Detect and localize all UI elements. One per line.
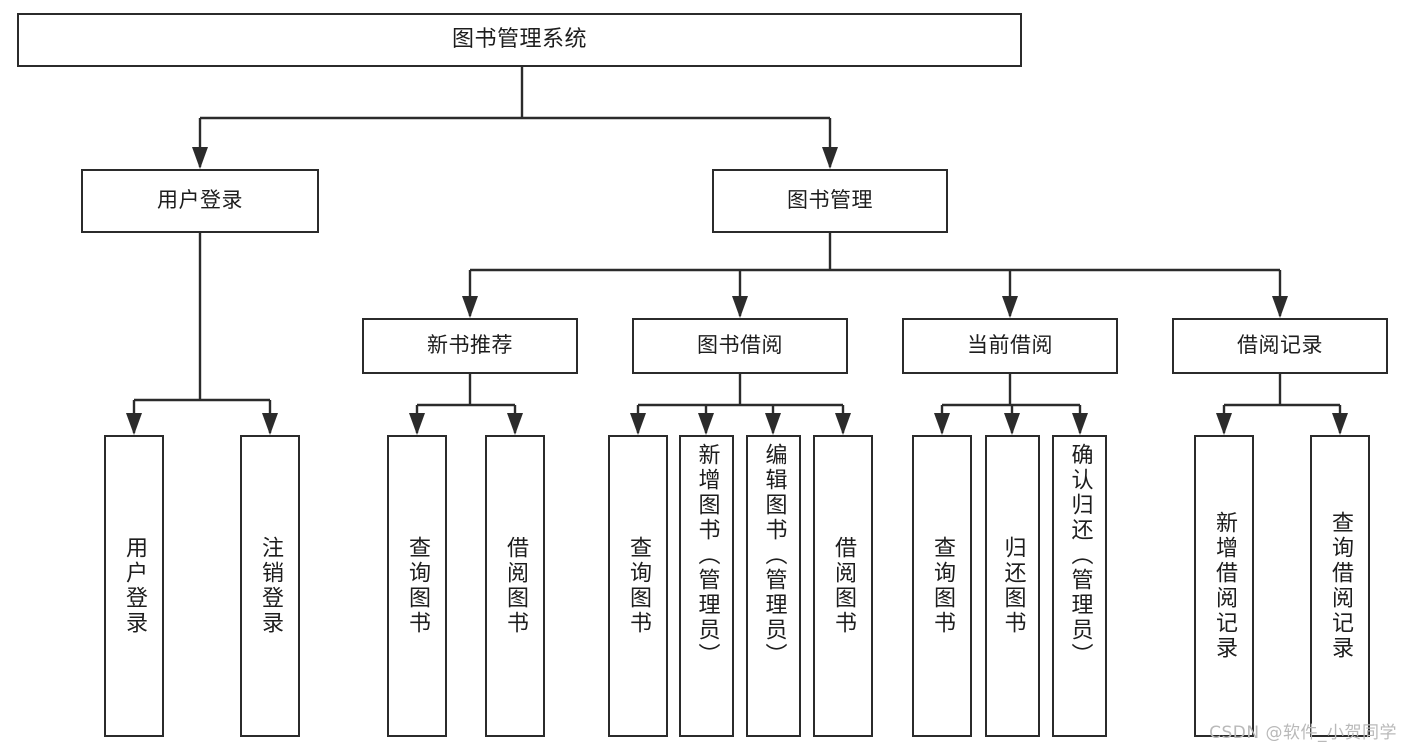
node-root: 图书管理系统 — [17, 13, 1022, 67]
node-label: 图书管理 — [787, 188, 873, 213]
node-leaf-user-logout: 注销登录 — [240, 435, 300, 737]
node-label: 归还图书 — [1000, 536, 1026, 636]
node-leaf-nb-borrow: 借阅图书 — [485, 435, 545, 737]
csdn-watermark: CSDN @软件_小贺同学 — [1209, 723, 1397, 743]
node-leaf-nb-query: 查询图书 — [387, 435, 447, 737]
node-label: 用户登录 — [122, 536, 147, 636]
node-leaf-re-add: 新增借阅记录 — [1194, 435, 1254, 737]
node-label: 注销登录 — [258, 536, 283, 636]
node-l3-borrow: 图书借阅 — [632, 318, 848, 374]
node-label: 当前借阅 — [967, 333, 1053, 358]
node-leaf-bo-lend: 借阅图书 — [813, 435, 873, 737]
node-leaf-cu-return: 归还图书 — [985, 435, 1040, 737]
node-leaf-user-login: 用户登录 — [104, 435, 164, 737]
node-label: 新增借阅记录 — [1212, 511, 1237, 661]
node-leaf-bo-query: 查询图书 — [608, 435, 668, 737]
node-label: 查询图书 — [626, 536, 651, 636]
node-l3-current: 当前借阅 — [902, 318, 1118, 374]
node-l3-new-book: 新书推荐 — [362, 318, 578, 374]
node-label: 编辑图书（管理员） — [761, 443, 787, 668]
node-label: 图书管理系统 — [451, 26, 587, 52]
node-label: 借阅图书 — [831, 536, 856, 636]
node-leaf-bo-add: 新增图书（管理员） — [679, 435, 734, 737]
node-l2-book-manage: 图书管理 — [712, 169, 948, 233]
node-label: 查询图书 — [405, 536, 430, 636]
node-label: 图书借阅 — [697, 333, 783, 358]
node-label: 查询借阅记录 — [1328, 511, 1353, 661]
node-label: 借阅记录 — [1237, 333, 1323, 358]
node-label: 确认归还（管理员） — [1067, 443, 1093, 668]
node-label: 新书推荐 — [427, 333, 513, 358]
node-leaf-cu-query: 查询图书 — [912, 435, 972, 737]
node-leaf-bo-edit: 编辑图书（管理员） — [746, 435, 801, 737]
node-label: 查询图书 — [930, 536, 955, 636]
node-l3-record: 借阅记录 — [1172, 318, 1388, 374]
node-l2-user-login: 用户登录 — [81, 169, 319, 233]
node-leaf-cu-confirm: 确认归还（管理员） — [1052, 435, 1107, 737]
node-label: 新增图书（管理员） — [694, 443, 720, 668]
node-label: 借阅图书 — [503, 536, 528, 636]
node-leaf-re-query: 查询借阅记录 — [1310, 435, 1370, 737]
node-label: 用户登录 — [157, 188, 243, 213]
